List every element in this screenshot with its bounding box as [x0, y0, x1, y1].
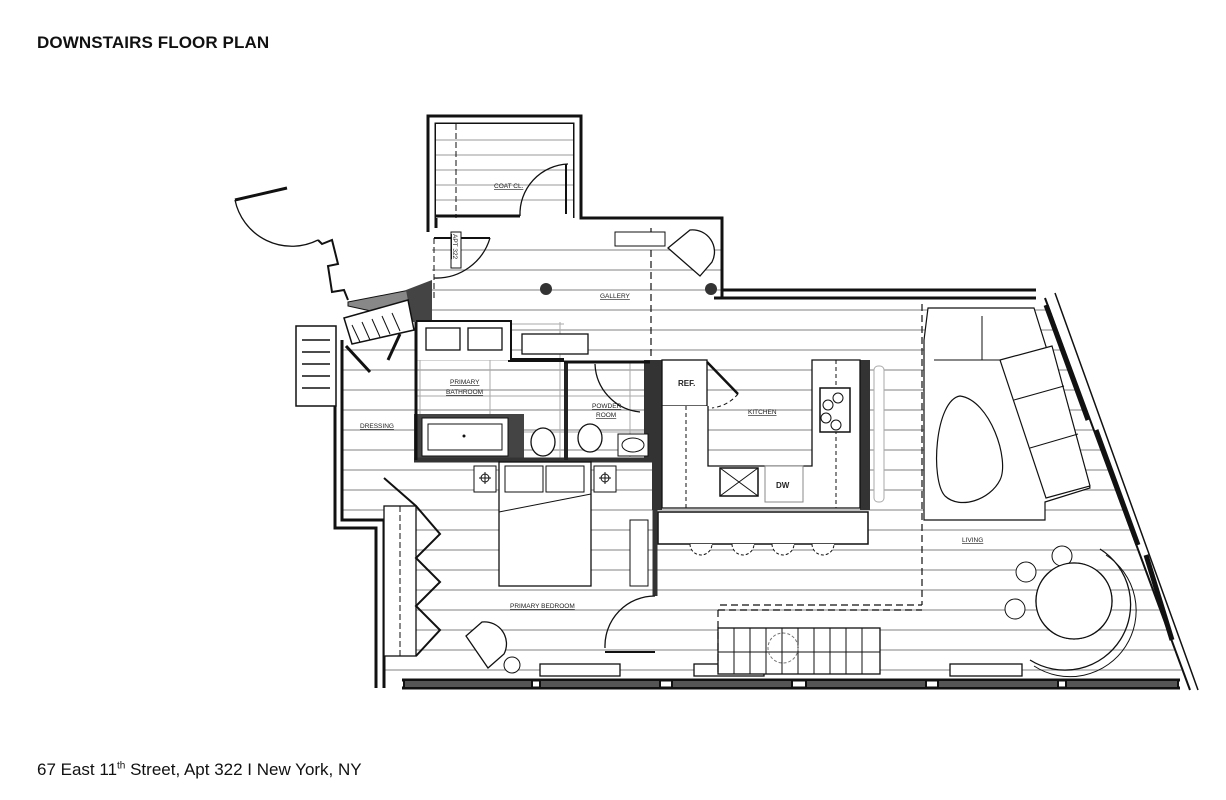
- powder-room: POWDER ROOM: [564, 360, 652, 460]
- svg-text:PRIMARY BEDROOM: PRIMARY BEDROOM: [510, 603, 575, 610]
- staircase: [717, 609, 922, 675]
- entry-door: APT 322: [433, 231, 491, 300]
- svg-text:ROOM: ROOM: [596, 412, 616, 419]
- svg-text:LIVING: LIVING: [962, 537, 983, 544]
- primary-bathroom: PRIMARY BATHROOM: [414, 320, 652, 463]
- kitchen: REF. KITCHEN DW: [652, 359, 885, 510]
- exterior-door-swing: [234, 186, 433, 407]
- svg-text:GALLERY: GALLERY: [600, 293, 631, 300]
- property-address: 67 East 11th Street, Apt 322 I New York,…: [37, 760, 362, 780]
- diagonal-window-wall: [1043, 292, 1199, 691]
- svg-text:DRESSING: DRESSING: [360, 423, 394, 430]
- svg-text:APT 322: APT 322: [451, 234, 458, 260]
- coat-closet: COAT CL.: [436, 124, 573, 218]
- dressing-room: DRESSING: [360, 322, 418, 460]
- svg-text:PRIMARY: PRIMARY: [450, 379, 480, 386]
- svg-text:COAT CL.: COAT CL.: [494, 183, 524, 190]
- living-room: LIVING: [720, 304, 1137, 678]
- svg-text:REF.: REF.: [678, 379, 695, 388]
- address-suffix: Street, Apt 322 I New York, NY: [125, 760, 362, 779]
- gallery: GALLERY: [540, 228, 717, 360]
- plan-title: DOWNSTAIRS FLOOR PLAN: [37, 33, 270, 52]
- primary-bedroom: PRIMARY BEDROOM: [383, 461, 656, 674]
- address-ordinal: th: [117, 760, 126, 772]
- svg-text:POWDER: POWDER: [592, 403, 622, 410]
- svg-text:KITCHEN: KITCHEN: [748, 409, 777, 416]
- address-prefix: 67 East 11: [37, 760, 118, 779]
- svg-text:DW: DW: [776, 481, 790, 490]
- svg-text:BATHROOM: BATHROOM: [446, 389, 483, 396]
- kitchen-island: [657, 511, 869, 556]
